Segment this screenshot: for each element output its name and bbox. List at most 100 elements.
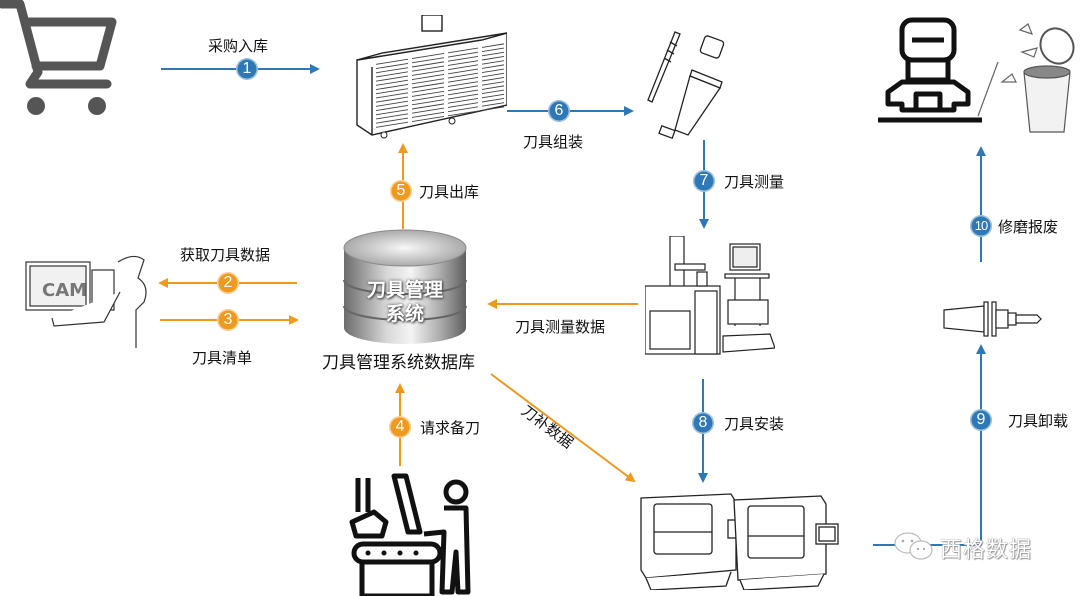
- cabinet-drawer-line: [411, 107, 445, 114]
- wechat-icon: [894, 532, 933, 560]
- cabinet-drawer-line: [375, 109, 409, 116]
- step-4-badge: 4: [389, 416, 411, 438]
- cabinet-drawer-line: [411, 69, 445, 76]
- cabinet-drawer-line: [481, 60, 505, 65]
- step-7-label: 刀具测量: [724, 173, 785, 191]
- step-3-label: 刀具清单: [192, 349, 253, 367]
- cabinet-drawer-line: [447, 60, 479, 66]
- cabinet-drawer-line: [481, 102, 505, 107]
- cabinet-drawer-line: [481, 64, 505, 69]
- cabinet-drawer-line: [411, 82, 445, 89]
- cabinet-drawer-line: [375, 88, 409, 95]
- step-9-badge: 9: [970, 409, 992, 431]
- step-2-badge: 2: [217, 272, 239, 294]
- cabinet-drawer-line: [375, 117, 409, 124]
- cabinet-drawer-line: [481, 98, 505, 103]
- cabinet-drawer-line: [481, 89, 505, 95]
- cabinet-drawer-line: [375, 104, 409, 112]
- cabinet-drawer-line: [481, 47, 505, 53]
- cabinet-drawer-line: [375, 92, 409, 99]
- arrow-offset-data: [490, 373, 636, 483]
- step-6-badge: 6: [548, 100, 570, 122]
- step-3-badge: 3: [217, 309, 239, 331]
- cabinet-drawer-line: [411, 57, 445, 64]
- cabinet-drawer-line: [447, 93, 479, 100]
- database-inner-label-line1: 刀具管理: [366, 279, 443, 301]
- cabinet-drawer-line: [375, 62, 409, 70]
- cabinet-drawer-line: [411, 78, 445, 85]
- cabinet-drawer-line: [411, 90, 445, 97]
- cabinet-drawer-line: [447, 68, 479, 75]
- cabinet-drawer-line: [411, 103, 445, 110]
- cabinet-drawer-line: [411, 65, 445, 72]
- cabinet-drawer-line: [447, 102, 479, 108]
- step-8-badge: 8: [692, 412, 714, 434]
- cabinet-drawer-line: [481, 85, 505, 90]
- cabinet-drawer-line: [411, 53, 445, 60]
- cabinet-drawer-line: [447, 89, 479, 96]
- step-8-label: 刀具安装: [724, 415, 785, 433]
- cabinet-drawer-line: [447, 110, 479, 117]
- cabinet-drawer-line: [481, 93, 505, 99]
- cabinet-drawer-line: [447, 47, 479, 54]
- cam-workstation-icon: [25, 255, 147, 348]
- cabinet-drawer-line: [375, 58, 409, 65]
- cabinet-drawer-line: [375, 79, 409, 86]
- cabinet-drawer-line: [375, 71, 409, 78]
- cnc-machine-icon: [640, 493, 839, 590]
- cabinet-drawer-line: [447, 81, 479, 87]
- cabinet-drawer-line: [375, 83, 409, 91]
- cabinet-drawer-line: [411, 99, 445, 106]
- step-1-badge: 1: [236, 58, 258, 80]
- tool-storage-cabinet-icon: /* placeholder */: [356, 15, 507, 139]
- database-caption: 刀具管理系统数据库: [322, 353, 475, 373]
- measurement-data-label: 刀具测量数据: [515, 318, 606, 336]
- cabinet-drawer-line: [375, 100, 409, 107]
- watermark-text: 西格数据: [940, 538, 1033, 563]
- database-inner-label-line2: 系统: [385, 303, 424, 325]
- cabinet-drawer-line: [481, 43, 505, 48]
- cabinet-drawer-line: [481, 56, 505, 61]
- step-10-label: 修磨报废: [998, 218, 1059, 236]
- tool-holder-with-drill-icon: [943, 301, 1042, 337]
- step-7-badge: 7: [693, 170, 715, 192]
- cabinet-drawer-line: [481, 106, 505, 111]
- step-6-label: 刀具组装: [523, 133, 584, 151]
- shopping-cart-icon: [0, 0, 117, 115]
- cabinet-drawer-line: [481, 77, 505, 82]
- cabinet-drawer-line: [411, 74, 445, 81]
- step-9-label: 刀具卸载: [1008, 412, 1069, 430]
- step-1-label: 采购入库: [208, 37, 269, 55]
- grinding-machine-and-trash-icon: [878, 17, 1075, 133]
- cabinet-drawer-line: [481, 72, 505, 78]
- cabinet-drawer-line: [411, 86, 445, 93]
- cabinet-drawer-line: [447, 76, 479, 83]
- tool-measuring-machine-icon: [645, 236, 775, 355]
- cabinet-drawer-line: [447, 64, 479, 71]
- step-5-badge: 5: [390, 180, 412, 202]
- cabinet-drawer-line: [375, 67, 409, 74]
- step-2-label: 获取刀具数据: [180, 246, 271, 264]
- cabinet-drawer-line: [411, 111, 445, 118]
- cabinet-drawer-line: [447, 106, 479, 113]
- cabinet-drawer-line: [481, 51, 505, 57]
- cabinet-drawer-line: [375, 75, 409, 82]
- drill-and-tool-holder-icon: [647, 31, 725, 139]
- cabinet-drawer-line: [375, 96, 409, 103]
- database-cylinder-icon: [343, 229, 467, 344]
- cabinet-drawer-line: [375, 113, 409, 120]
- cabinet-drawer-line: [411, 95, 445, 102]
- cabinet-drawer-line: [447, 55, 479, 62]
- cabinet-drawer-line: [447, 85, 479, 92]
- cabinet-drawer-line: [411, 61, 445, 68]
- cabinet-drawer-line: [447, 97, 479, 104]
- cabinet-drawer-line: [411, 116, 445, 123]
- step-10-badge: 10: [970, 215, 992, 237]
- cabinet-drawer-line: [447, 51, 479, 58]
- step-5-label: 刀具出库: [419, 183, 480, 201]
- cabinet-drawer-line: [481, 81, 505, 86]
- cam-screen-label: CAM: [42, 280, 88, 301]
- cabinet-drawer-line: [375, 121, 409, 128]
- machine-operator-icon: [349, 473, 471, 596]
